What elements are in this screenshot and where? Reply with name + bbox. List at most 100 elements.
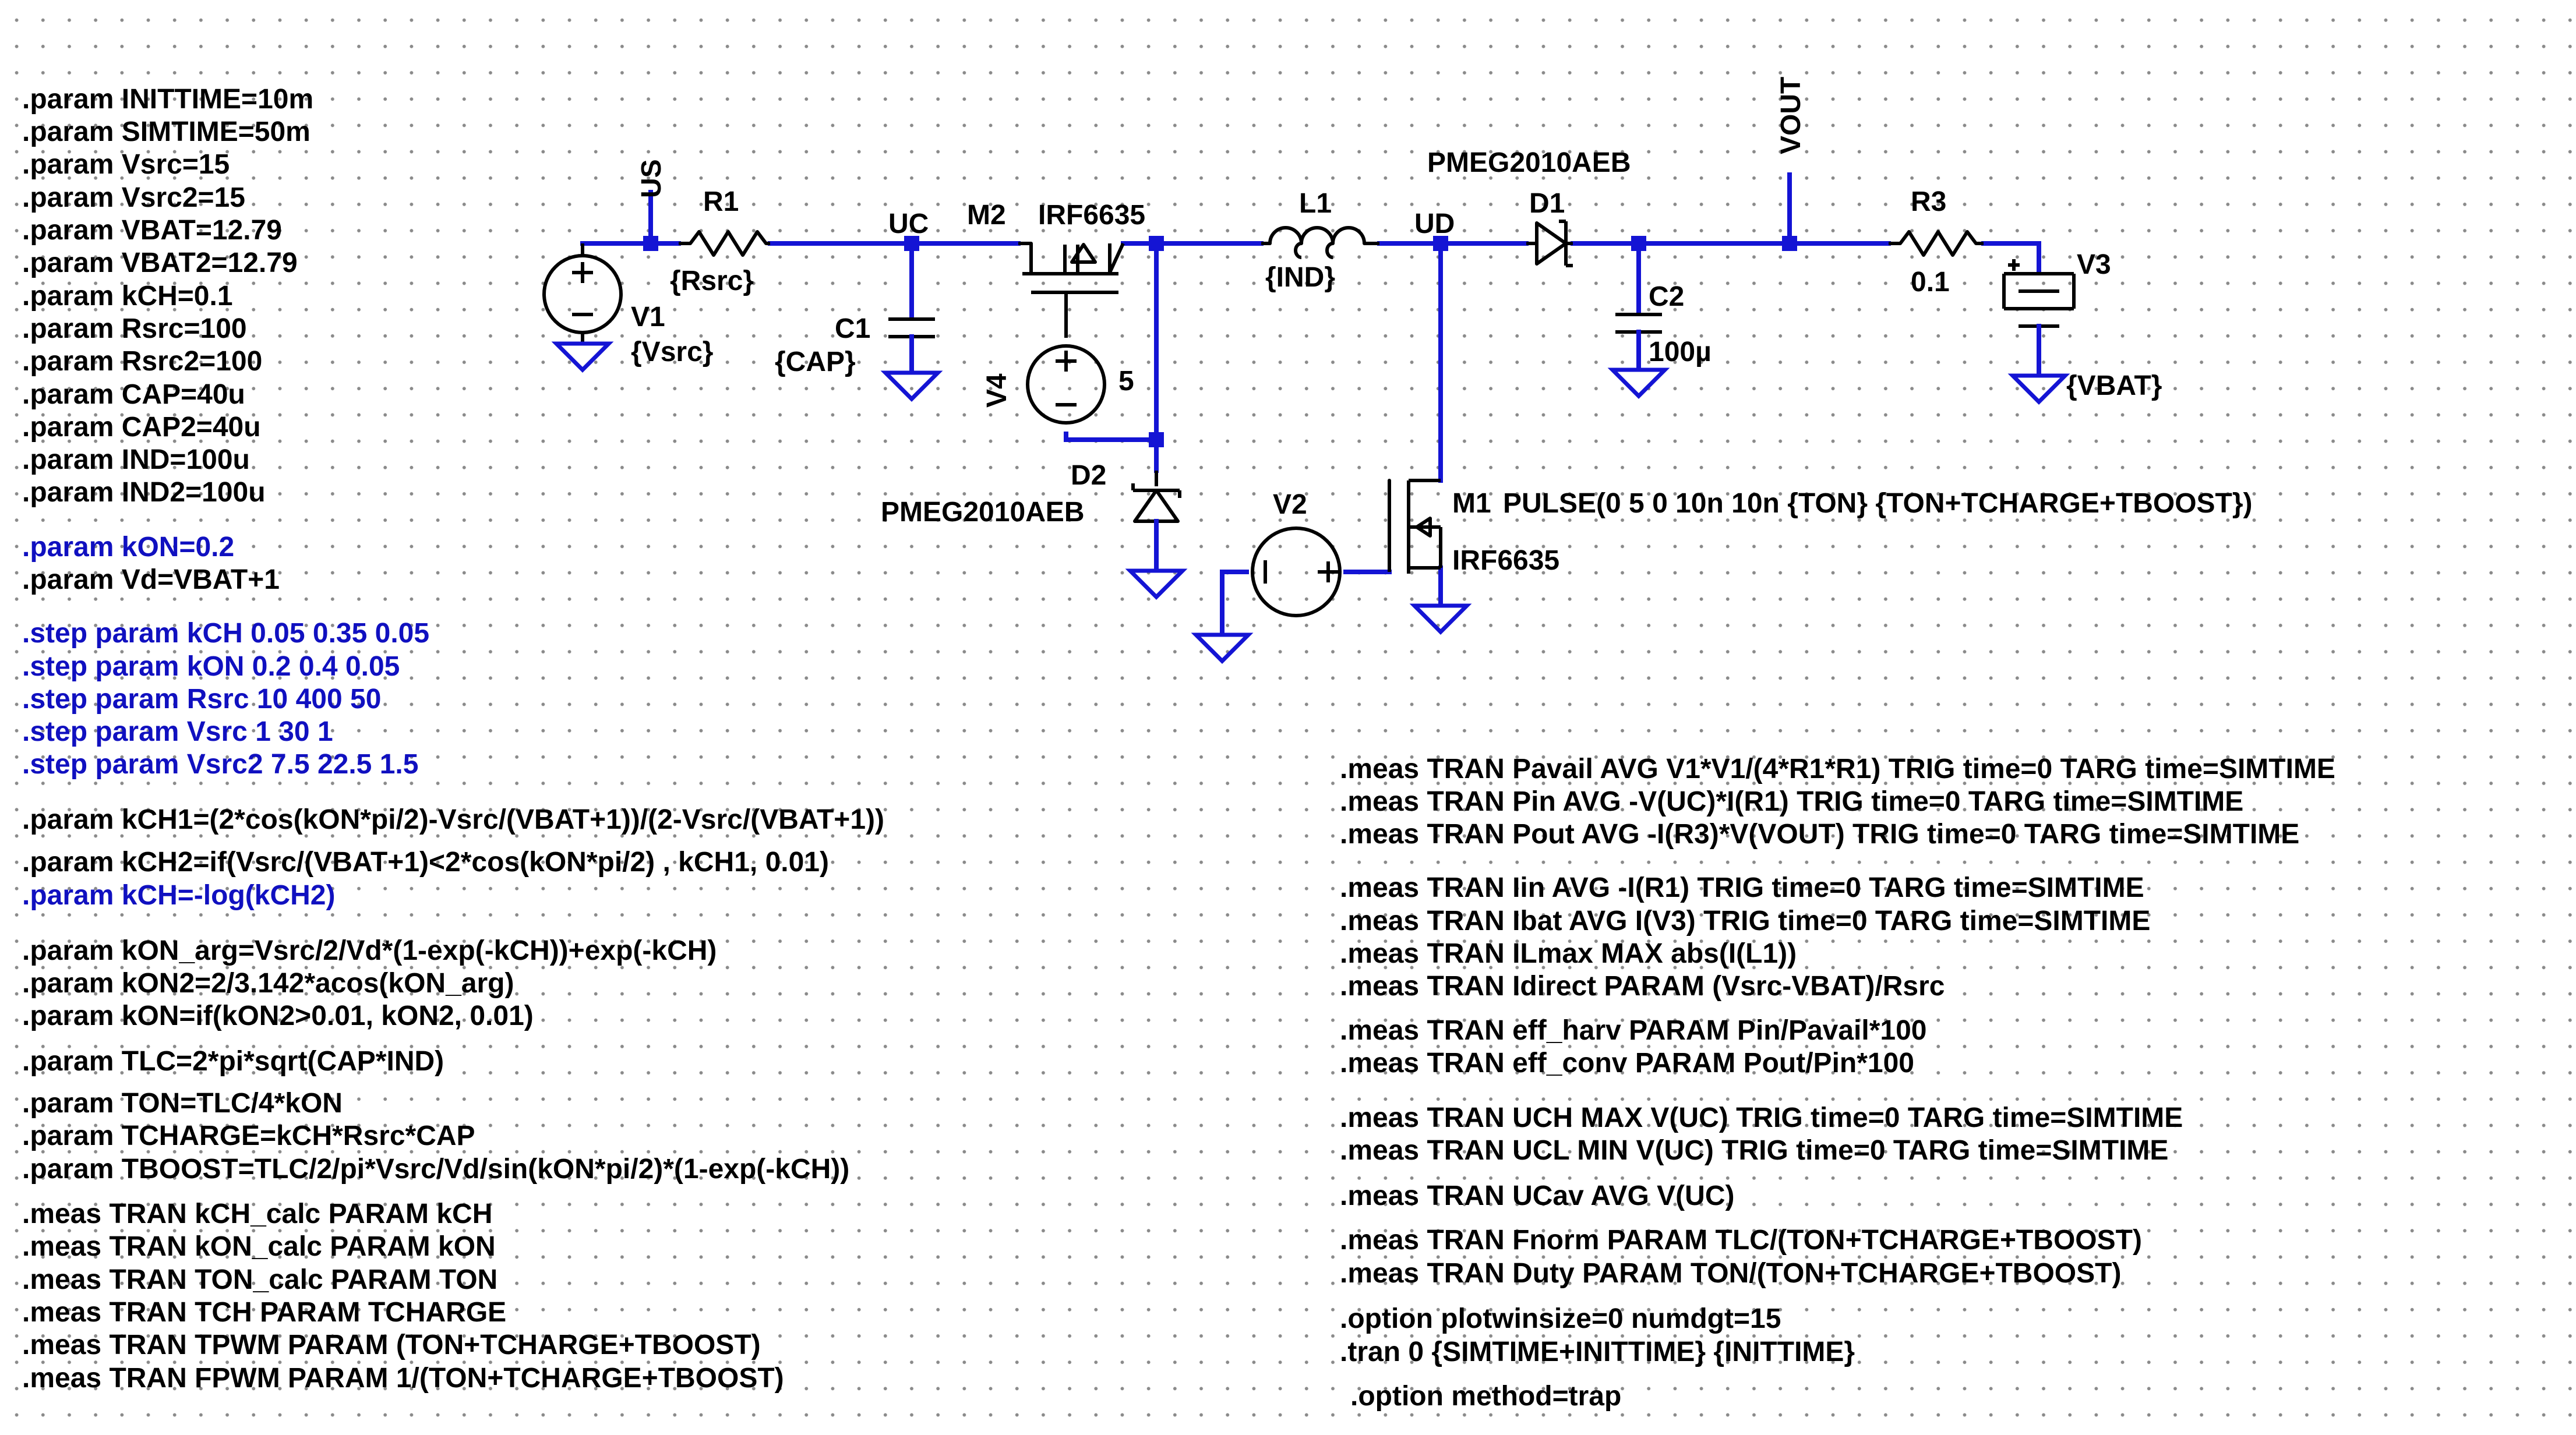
d1-model: PMEG2010AEB	[1427, 147, 1631, 178]
v1-value: {Vsrc}	[631, 337, 713, 367]
r1-name: R1	[703, 186, 739, 217]
directive-left-line-29: .param TBOOST=TLC/2/pi*Vsrc/Vd/sin(kON*p…	[22, 1154, 849, 1185]
junction-ud	[1433, 236, 1448, 251]
v2-voltage-source[interactable]	[1251, 526, 1342, 617]
junction-vout	[1782, 236, 1797, 251]
l1-name: L1	[1299, 188, 1332, 219]
v4-value: 5	[1118, 366, 1134, 397]
m1-pulse: PULSE(0 5 0 10n 10n {TON} {TON+TCHARGE+T…	[1503, 488, 2253, 519]
c1-value: {CAP}	[775, 347, 856, 377]
v3-value: {VBAT}	[2066, 370, 2162, 401]
directive-left-line-4: .param VBAT=12.79	[22, 215, 282, 246]
c2-capacitor[interactable]	[1615, 313, 1662, 369]
component-labels: US UC UD VOUT R1 {Rsrc} V1 {Vsrc} C1 {CA…	[631, 77, 2253, 576]
directive-left-line-9: .param CAP=40u	[22, 379, 245, 410]
d1-diode[interactable]	[1526, 220, 1573, 267]
directive-left-line-6: .param kCH=0.1	[22, 281, 233, 312]
directive-right-line-14: .option plotwinsize=0 numdgt=15	[1340, 1303, 1781, 1334]
directive-right-line-3: .meas TRAN Iin AVG -I(R1) TRIG time=0 TA…	[1340, 872, 2144, 903]
wire-r3-to-v3	[1981, 241, 2041, 273]
directive-right-line-10: .meas TRAN UCL MIN V(UC) TRIG time=0 TAR…	[1340, 1135, 2168, 1166]
junction-uc	[904, 236, 919, 251]
m2-name: M2	[967, 200, 1006, 231]
junction-us	[643, 236, 658, 251]
directive-left-line-18: .step param Vsrc 1 30 1	[22, 716, 333, 747]
directive-left-line-22: .param kCH=-log(kCH2)	[22, 880, 335, 911]
directive-left-line-13: .param kON=0.2	[22, 532, 234, 563]
directive-right-line-13: .meas TRAN Duty PARAM TON/(TON+TCHARGE+T…	[1340, 1258, 2121, 1289]
directive-left-line-28: .param TCHARGE=kCH*Rsrc*CAP	[22, 1121, 475, 1151]
directive-left-line-21: .param kCH2=if(Vsrc/(VBAT+1)<2*cos(kON*p…	[22, 847, 829, 878]
directive-left-line-35: .meas TRAN FPWM PARAM 1/(TON+TCHARGE+TBO…	[22, 1363, 784, 1394]
directive-right-line-8: .meas TRAN eff_conv PARAM Pout/Pin*100	[1340, 1048, 1914, 1079]
directive-left-line-10: .param CAP2=40u	[22, 412, 261, 443]
net-label-us: US	[636, 159, 667, 198]
r1-resistor[interactable]	[679, 230, 770, 257]
net-label-uc: UC	[888, 208, 929, 239]
directive-right-line-1: .meas TRAN Pin AVG -V(UC)*I(R1) TRIG tim…	[1340, 786, 2243, 817]
directive-left-line-20: .param kCH1=(2*cos(kON*pi/2)-Vsrc/(VBAT+…	[22, 804, 884, 835]
m2-mosfet[interactable]	[1018, 242, 1125, 338]
v1-voltage-source[interactable]	[542, 243, 623, 344]
junctions	[643, 236, 1797, 447]
wires	[580, 172, 2041, 634]
v4-name: V4	[982, 373, 1012, 408]
directive-left-line-23: .param kON_arg=Vsrc/2/Vd*(1-exp(-kCH))+e…	[22, 935, 717, 966]
directive-right-line-5: .meas TRAN ILmax MAX abs(I(L1))	[1340, 938, 1797, 969]
directive-left-line-1: .param SIMTIME=50m	[22, 116, 310, 147]
directive-right-line-12: .meas TRAN Fnorm PARAM TLC/(TON+TCHARGE+…	[1340, 1225, 2142, 1256]
junction-c2	[1631, 236, 1646, 251]
junction-m2-source	[1149, 236, 1164, 251]
directive-left-line-32: .meas TRAN TON_calc PARAM TON	[22, 1264, 497, 1295]
d2-ground-icon	[1125, 568, 1188, 600]
directive-left-line-16: .step param kON 0.2 0.4 0.05	[22, 651, 400, 682]
c1-capacitor[interactable]	[888, 317, 935, 372]
c2-name: C2	[1649, 281, 1684, 312]
r3-resistor[interactable]	[1889, 230, 1984, 257]
directive-right-line-15: .tran 0 {SIMTIME+INITTIME} {INITTIME}	[1340, 1337, 1855, 1367]
c2-value: 100µ	[1649, 337, 1712, 367]
v3-battery[interactable]	[2002, 259, 2076, 375]
directive-right-line-7: .meas TRAN eff_harv PARAM Pin/Pavail*100	[1340, 1015, 1926, 1046]
d2-name: D2	[1071, 460, 1106, 491]
directive-right-line-9: .meas TRAN UCH MAX V(UC) TRIG time=0 TAR…	[1340, 1102, 2183, 1133]
v2-ground-icon	[1191, 632, 1254, 664]
l1-value: {IND}	[1265, 262, 1335, 293]
c1-ground-icon	[880, 370, 943, 402]
l1-inductor[interactable]	[1261, 226, 1379, 259]
m2-model: IRF6635	[1038, 200, 1145, 231]
r3-value: 0.1	[1911, 267, 1950, 298]
m1-model: IRF6635	[1452, 545, 1559, 576]
junction-v4-d2	[1149, 432, 1164, 447]
directive-left-line-2: .param Vsrc=15	[22, 149, 230, 180]
d1-name: D1	[1529, 188, 1565, 219]
v3-name: V3	[2077, 249, 2111, 280]
v2-name: V2	[1273, 489, 1307, 520]
directive-right-line-16: .option method=trap	[1350, 1381, 1621, 1412]
directive-right-line-4: .meas TRAN Ibat AVG I(V3) TRIG time=0 TA…	[1340, 906, 2150, 936]
directive-left-line-25: .param kON=if(kON2>0.01, kON2, 0.01)	[22, 1001, 534, 1031]
directive-left-line-17: .step param Rsrc 10 400 50	[22, 684, 381, 715]
r1-value: {Rsrc}	[670, 266, 754, 296]
directive-left-line-0: .param INITTIME=10m	[22, 84, 313, 115]
d2-model: PMEG2010AEB	[881, 497, 1084, 528]
m1-mosfet[interactable]	[1388, 479, 1442, 574]
directive-left-line-24: .param kON2=2/3.142*acos(kON_arg)	[22, 968, 514, 999]
directive-right-line-11: .meas TRAN UCav AVG V(UC)	[1340, 1180, 1734, 1211]
wire-v4-minus	[1064, 432, 1159, 442]
directive-left-line-27: .param TON=TLC/4*kON	[22, 1088, 343, 1119]
directive-left-line-31: .meas TRAN kON_calc PARAM kON	[22, 1231, 496, 1262]
directive-left-line-8: .param Rsrc2=100	[22, 346, 262, 377]
directive-left-line-19: .step param Vsrc2 7.5 22.5 1.5	[22, 749, 418, 780]
d2-diode[interactable]	[1131, 471, 1181, 570]
spice-directives-left: .param INITTIME=10m.param SIMTIME=50m.pa…	[22, 84, 884, 1394]
spice-directives-right: .meas TRAN Pavail AVG V1*V1/(4*R1*R1) TR…	[1340, 754, 2335, 1412]
directive-left-line-33: .meas TRAN TCH PARAM TCHARGE	[22, 1297, 506, 1328]
directive-left-line-34: .meas TRAN TPWM PARAM (TON+TCHARGE+TBOOS…	[22, 1330, 761, 1360]
net-label-vout: VOUT	[1776, 77, 1806, 154]
v1-ground-icon	[551, 341, 614, 373]
v4-voltage-source[interactable]	[1026, 344, 1106, 425]
directive-right-line-6: .meas TRAN Idirect PARAM (Vsrc-VBAT)/Rsr…	[1340, 971, 1945, 1002]
directive-left-line-15: .step param kCH 0.05 0.35 0.05	[22, 618, 429, 649]
